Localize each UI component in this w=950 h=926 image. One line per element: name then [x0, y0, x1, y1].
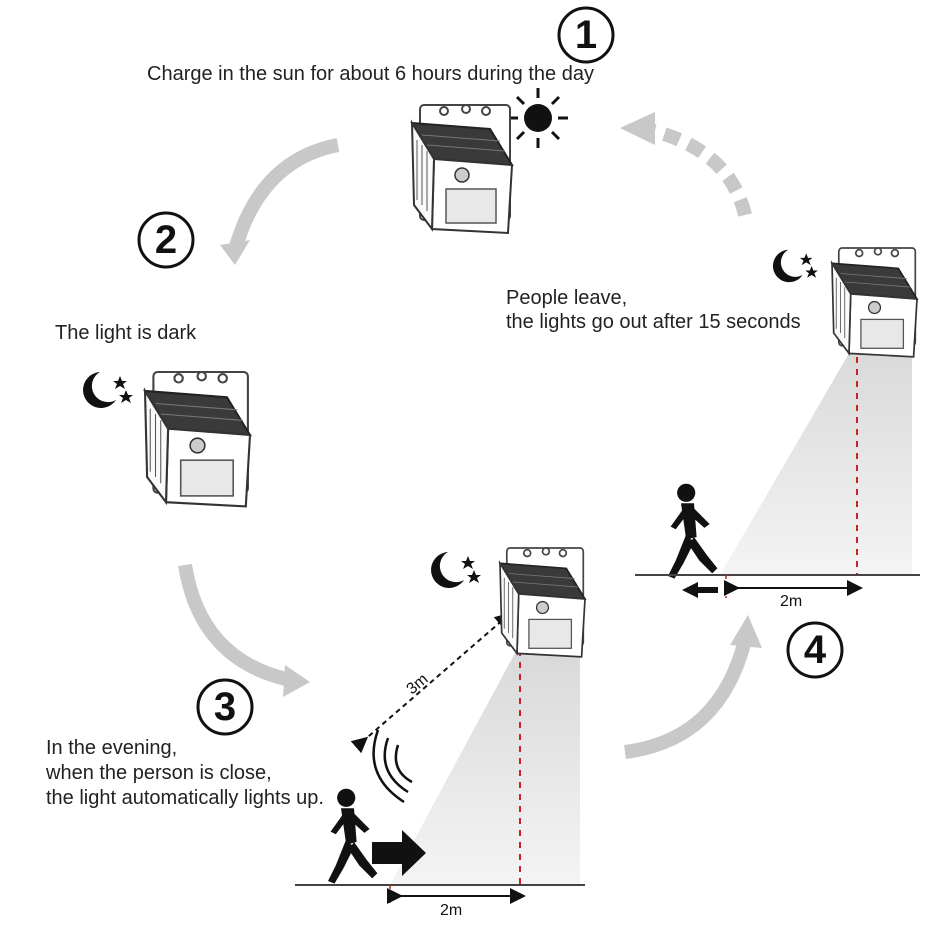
step-number-1: 1: [574, 13, 598, 57]
arrow-icon: [372, 830, 426, 876]
ground-distance-label: 2m: [780, 593, 802, 610]
light-beam: [720, 338, 912, 575]
step-number-3: 3: [213, 685, 237, 729]
step-circle-3: [196, 678, 254, 736]
ground-distance-label: 2m: [440, 902, 462, 919]
step-1-caption: Charge in the sun for about 6 hours duri…: [147, 63, 594, 85]
step-circle-1: [557, 6, 615, 64]
cycle-arrow-2-to-3: [178, 563, 292, 687]
moon-stars-icon: [772, 249, 818, 283]
step-3-caption-line-1: In the evening,: [46, 737, 178, 759]
step-4-caption-line-1: People leave,: [506, 287, 628, 309]
step-circle-4: [786, 621, 844, 679]
moon-stars-icon: [83, 372, 133, 408]
solar-lamp-icon: [411, 104, 513, 234]
step-3-caption-line-3: the light automatically lights up.: [46, 787, 324, 809]
arrow-icon: [682, 582, 718, 598]
sun-icon: [508, 88, 568, 148]
solar-lamp-icon: [499, 547, 586, 658]
running-person-icon: [328, 788, 378, 884]
step-2-caption: The light is dark: [55, 322, 197, 344]
sensor-range-label: 3m: [404, 671, 432, 698]
step-number-4: 4: [803, 628, 827, 672]
motion-waves-icon: [372, 729, 413, 804]
light-beam: [390, 640, 580, 885]
solar-lamp-icon: [831, 247, 918, 358]
step-circle-2: [137, 211, 195, 269]
running-person-icon: [668, 483, 718, 579]
step-4-caption-line-2: the lights go out after 15 seconds: [506, 311, 801, 333]
cycle-arrow-3-to-4: [624, 638, 752, 759]
step-number-2: 2: [154, 218, 178, 262]
cycle-arrow-4-to-1: [648, 123, 752, 217]
moon-stars-icon: [431, 552, 481, 588]
solar-lamp-icon: [143, 370, 252, 508]
step-3-caption-line-2: when the person is close,: [46, 762, 272, 784]
cycle-arrow-1-to-2: [228, 138, 340, 252]
